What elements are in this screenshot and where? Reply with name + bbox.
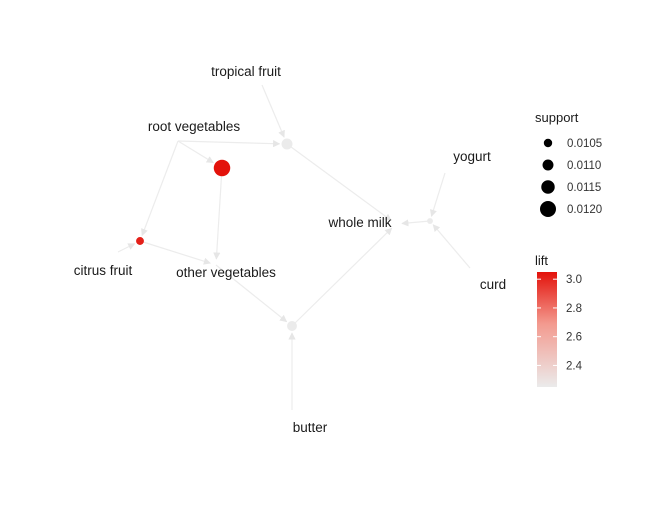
edge-r2-to-other-vegetables xyxy=(213,167,223,260)
edge-r1-to-whole-milk xyxy=(286,143,392,221)
item-label-curd: curd xyxy=(480,277,506,292)
edge-r3-to-other-vegetables xyxy=(139,240,211,265)
item-label-root-vegetables: root vegetables xyxy=(148,119,241,134)
rule-node-r4 xyxy=(287,321,297,331)
rule-nodes-layer xyxy=(136,138,433,331)
support-legend: support 0.0105 0.0110 0.0115 0.0120 xyxy=(535,110,602,217)
lift-legend-label-4: 3.0 xyxy=(566,274,582,286)
rule-node-r5 xyxy=(427,218,433,224)
edge-root-vegetables-to-r2 xyxy=(177,140,214,164)
edge-citrus-fruit-to-r3 xyxy=(117,243,136,253)
item-labels-layer: tropical fruit root vegetables yogurt wh… xyxy=(74,64,506,435)
rule-node-r3 xyxy=(136,237,144,245)
edge-curd-to-r5 xyxy=(432,224,471,269)
edge-tropical-fruit-to-r1 xyxy=(261,84,285,138)
item-label-other-vegetables: other vegetables xyxy=(176,265,276,280)
rule-node-r2 xyxy=(213,159,231,177)
edge-other-vegetables-to-r4 xyxy=(215,264,288,323)
edge-r5-to-whole-milk xyxy=(401,219,431,227)
rule-node-r1 xyxy=(281,138,293,150)
lift-legend-label-1: 2.4 xyxy=(566,360,583,372)
edge-root-vegetables-to-r1 xyxy=(177,140,281,148)
item-label-citrus-fruit: citrus fruit xyxy=(74,263,133,278)
support-legend-label-3: 0.0115 xyxy=(567,182,601,194)
support-legend-title: support xyxy=(535,110,579,125)
item-label-yogurt: yogurt xyxy=(453,149,491,164)
support-legend-label-2: 0.0110 xyxy=(567,160,601,172)
edge-r4-to-whole-milk xyxy=(291,227,393,327)
lift-colorbar xyxy=(537,272,557,387)
edge-root-vegetables-to-r3 xyxy=(141,140,179,237)
lift-legend-title: lift xyxy=(535,253,548,268)
item-label-butter: butter xyxy=(293,420,328,435)
lift-legend-label-3: 2.8 xyxy=(566,303,582,315)
support-legend-label-1: 0.0105 xyxy=(567,138,602,150)
lift-legend-label-2: 2.6 xyxy=(566,332,582,344)
edge-yogurt-to-r5 xyxy=(429,172,446,217)
item-label-tropical-fruit: tropical fruit xyxy=(211,64,281,79)
support-legend-key-2 xyxy=(542,159,554,171)
support-legend-key-1 xyxy=(543,138,553,148)
lift-legend: lift 2.4 2.6 2.8 3.0 xyxy=(535,253,583,387)
edges-layer xyxy=(117,84,471,410)
support-legend-label-4: 0.0120 xyxy=(567,204,602,216)
support-legend-key-3 xyxy=(541,180,555,194)
item-label-whole-milk: whole milk xyxy=(327,215,391,230)
support-legend-key-4 xyxy=(540,201,556,217)
